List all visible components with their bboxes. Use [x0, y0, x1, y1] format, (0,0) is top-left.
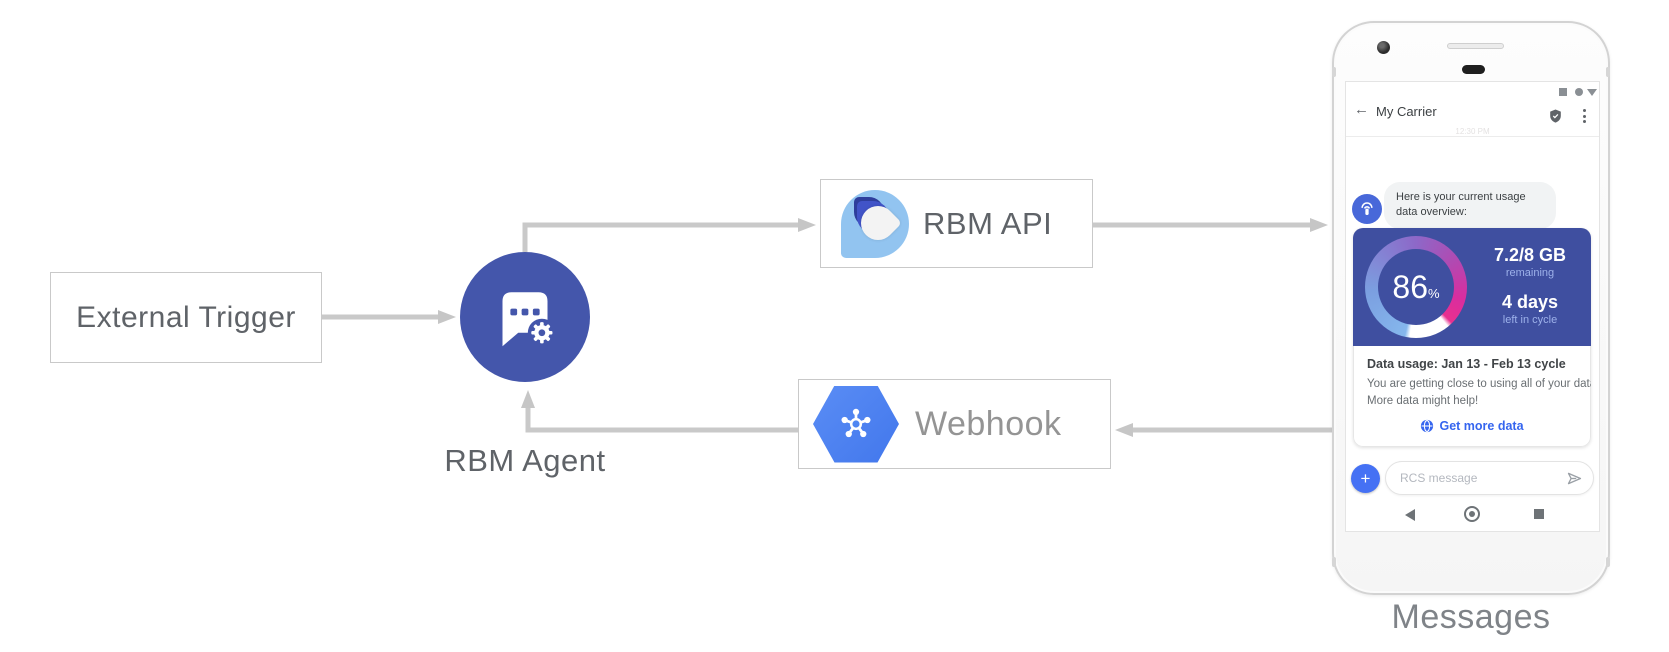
phone-mockup: ← My Carrier 12:30 PM Here is your curre… — [1332, 21, 1610, 595]
speaker-pill — [1462, 65, 1485, 74]
rbm-agent-node — [460, 252, 590, 382]
front-camera — [1377, 41, 1390, 54]
compose-bar — [1385, 461, 1594, 495]
nav-home-icon[interactable] — [1464, 506, 1480, 522]
chat-bubble-gear-icon — [502, 292, 556, 347]
overflow-menu-icon[interactable] — [1583, 109, 1586, 126]
carrier-avatar — [1352, 194, 1382, 224]
external-trigger-label: External Trigger — [76, 300, 296, 334]
messages-caption: Messages — [1391, 598, 1551, 636]
rbm-api-node: RBM API — [820, 179, 1093, 268]
antenna-band — [1332, 557, 1336, 567]
agent-chat-bubble: Here is your current usage data overview… — [1384, 182, 1556, 229]
usage-stats: 7.2/8 GB remaining 4 days left in cycle — [1475, 245, 1585, 326]
arrow-webhook-to-agent — [521, 390, 798, 433]
back-arrow-icon[interactable]: ← — [1354, 101, 1369, 118]
data-fraction: 7.2/8 GB — [1493, 245, 1567, 265]
message-timestamp: 12:30 PM — [1455, 127, 1490, 136]
header-divider — [1346, 136, 1599, 137]
nav-back-icon[interactable] — [1405, 509, 1415, 521]
webhook-label: Webhook — [915, 404, 1062, 443]
days-label: left in cycle — [1502, 314, 1558, 326]
cloud-hexagon-icon — [813, 385, 899, 463]
remaining-label: remaining — [1505, 267, 1555, 279]
usage-card-title: Data usage: Jan 13 - Feb 13 cycle — [1367, 357, 1566, 371]
rbm-api-logo-icon — [841, 189, 909, 258]
usage-gauge: 86% — [1365, 236, 1467, 338]
usage-percent: 86% — [1392, 268, 1440, 305]
usage-card-text-line2: More data might help! — [1367, 394, 1479, 407]
nav-recents-icon[interactable] — [1534, 509, 1544, 519]
rbm-api-label: RBM API — [923, 205, 1053, 241]
antenna-band — [1332, 67, 1336, 77]
status-square-icon — [1559, 88, 1567, 96]
external-trigger-node: External Trigger — [50, 272, 322, 363]
verified-shield-icon — [1548, 108, 1563, 129]
usage-rich-card: 86% 7.2/8 GB remaining 4 days left in cy… — [1353, 228, 1591, 448]
send-icon[interactable] — [1566, 470, 1583, 487]
webhook-node: Webhook — [798, 379, 1111, 469]
days-value: 4 days — [1501, 292, 1559, 312]
rbm-agent-label: RBM Agent — [444, 443, 606, 478]
arrow-agent-to-api — [522, 218, 816, 252]
conversation-title: My Carrier — [1376, 104, 1437, 119]
rcs-message-input[interactable] — [1400, 471, 1566, 485]
usage-card-header: 86% 7.2/8 GB remaining 4 days left in cy… — [1353, 228, 1591, 346]
status-circle-icon — [1575, 88, 1583, 96]
globe-icon — [1421, 420, 1434, 433]
get-more-data-label: Get more data — [1439, 419, 1524, 434]
antenna-band — [1606, 557, 1610, 567]
get-more-data-button[interactable]: Get more data — [1367, 419, 1577, 433]
status-triangle-icon — [1587, 89, 1597, 96]
earpiece-speaker — [1447, 43, 1504, 49]
phone-screen: ← My Carrier 12:30 PM Here is your curre… — [1346, 82, 1599, 531]
usage-card-body: Data usage: Jan 13 - Feb 13 cycle You ar… — [1353, 346, 1591, 448]
hotspot-icon — [1361, 202, 1373, 215]
usage-card-text-line1: You are getting close to using all of yo… — [1367, 378, 1591, 390]
attach-plus-button[interactable]: + — [1351, 464, 1380, 493]
antenna-band — [1606, 67, 1610, 77]
